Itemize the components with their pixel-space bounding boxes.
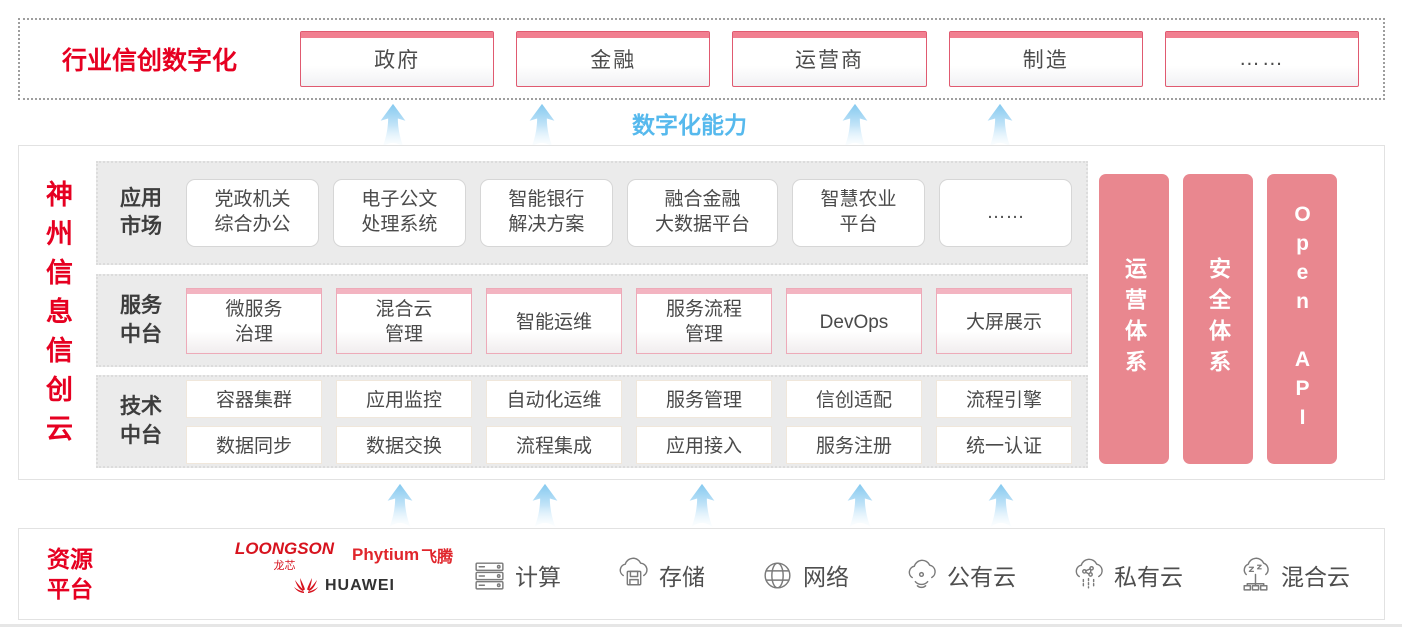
resource-item-storage: 存储: [615, 557, 705, 594]
up-arrow-icon: [842, 103, 868, 148]
box-top-accent: [187, 288, 321, 294]
service-platform-row: 服务 中台 微服务 治理 混合云 管理 智能运维 服务流程 管理 DevOps …: [96, 274, 1088, 367]
industry-box-manufacturing: 制造: [948, 31, 1143, 87]
up-arrow-icon: [532, 483, 558, 528]
private-cloud-icon: [1075, 558, 1103, 589]
huawei-logo: HUAWEI: [293, 577, 395, 595]
app-market-label: 应用 市场: [120, 186, 162, 238]
tech-box-app-access: 应用接入: [636, 425, 772, 464]
service-platform-items: 微服务 治理 混合云 管理 智能运维 服务流程 管理 DevOps 大屏展示: [186, 287, 1072, 354]
box-top-accent: [337, 288, 471, 294]
industry-box-government: 政府: [300, 31, 495, 87]
box-top-accent: [949, 32, 1142, 38]
industry-band-title: 行业信创数字化: [62, 47, 238, 75]
resource-platform-label: 资源 平台: [47, 546, 93, 602]
cloud-platform-panel: 神州信息信创云 应用 市场 党政机关 综合办公 电子公文 处理系统 智能银行 解…: [18, 145, 1385, 480]
public-cloud-icon: [908, 559, 936, 588]
pillar-open-api: Open API: [1267, 174, 1337, 464]
app-box-smart-agriculture: 智慧农业 平台: [792, 179, 926, 247]
svc-box-intelligent-ops: 智能运维: [486, 287, 622, 354]
up-arrow-icon: [988, 483, 1014, 528]
box-top-accent: [937, 288, 1071, 294]
pillar-security-system: 安全体系: [1183, 174, 1253, 464]
app-market-row: 应用 市场 党政机关 综合办公 电子公文 处理系统 智能银行 解决方案 融合金融…: [96, 161, 1088, 265]
tech-box-process-integration: 流程集成: [486, 425, 622, 464]
network-icon: [764, 561, 791, 589]
resource-item-compute: 计算: [471, 557, 561, 594]
box-top-accent: [733, 32, 926, 38]
box-top-accent: [487, 288, 621, 294]
svc-box-hybrid-cloud-mgmt: 混合云 管理: [336, 287, 472, 354]
resource-platform-panel: 资源 平台 LOONGSON 龙芯 Phytium 飞腾: [18, 528, 1385, 620]
tech-box-service-mgmt: 服务管理: [636, 379, 772, 418]
box-top-accent: [301, 32, 494, 38]
loongson-logo: LOONGSON 龙芯: [234, 539, 335, 572]
tech-box-xinchuang-adaptation: 信创适配: [786, 379, 922, 418]
tech-platform-label: 技术 中台: [120, 395, 162, 447]
platform-title: 神州信息信创云: [42, 179, 72, 453]
resource-item-private-cloud: 私有云: [1070, 557, 1183, 594]
resource-item-hybrid-cloud: 混合云: [1237, 557, 1350, 594]
app-box-edoc-system: 电子公文 处理系统: [332, 179, 466, 247]
industry-list: 政府 金融 运营商 制造 ……: [300, 31, 1360, 87]
app-box-finance-bigdata: 融合金融 大数据平台: [626, 179, 779, 247]
svc-box-service-process-mgmt: 服务流程 管理: [636, 287, 772, 354]
resource-item-network: 网络: [759, 557, 849, 594]
tech-row-1: 容器集群 应用监控 自动化运维 服务管理 信创适配 流程引擎: [186, 379, 1072, 418]
tech-box-process-engine: 流程引擎: [936, 379, 1072, 418]
tech-box-app-monitoring: 应用监控: [336, 379, 472, 418]
box-top-accent: [517, 32, 710, 38]
industry-band: 行业信创数字化 政府 金融 运营商 制造 ……: [18, 18, 1385, 100]
industry-box-finance: 金融: [516, 31, 711, 87]
phytium-logo: Phytium 飞腾: [352, 545, 454, 566]
box-top-accent: [637, 288, 771, 294]
tech-box-service-registry: 服务注册: [786, 425, 922, 464]
tech-box-data-exchange: 数据交换: [336, 425, 472, 464]
tech-box-data-sync: 数据同步: [186, 425, 322, 464]
up-arrow-icon: [847, 483, 873, 528]
resource-items: 计算 存储 网络: [471, 529, 1350, 621]
box-top-accent: [1165, 32, 1359, 38]
tech-box-automated-ops: 自动化运维: [486, 379, 622, 418]
tech-box-unified-auth: 统一认证: [936, 425, 1072, 464]
app-box-more: ……: [939, 179, 1072, 247]
storage-icon: [619, 557, 648, 585]
hybrid-cloud-icon: [1243, 557, 1269, 591]
up-arrow-icon: [529, 103, 555, 148]
up-arrow-icon: [380, 103, 406, 148]
industry-box-operator: 运营商: [732, 31, 927, 87]
resource-item-public-cloud: 公有云: [903, 557, 1016, 594]
svc-box-devops: DevOps: [786, 287, 922, 354]
capability-label: 数字化能力: [632, 112, 747, 138]
tech-platform-items: 容器集群 应用监控 自动化运维 服务管理 信创适配 流程引擎 数据同步 数据交换…: [186, 379, 1072, 464]
tech-row-2: 数据同步 数据交换 流程集成 应用接入 服务注册 统一认证: [186, 425, 1072, 464]
app-box-smart-banking: 智能银行 解决方案: [479, 179, 613, 247]
svc-box-microservice-governance: 微服务 治理: [186, 287, 322, 354]
service-platform-label: 服务 中台: [120, 294, 162, 346]
box-top-accent: [787, 288, 921, 294]
vendor-logos: LOONGSON 龙芯 Phytium 飞腾: [209, 539, 479, 595]
industry-box-more: ……: [1164, 31, 1360, 87]
tech-box-container-cluster: 容器集群: [186, 379, 322, 418]
vendor-row: LOONGSON 龙芯 Phytium 飞腾: [235, 539, 453, 573]
huawei-flower-icon: [294, 578, 318, 593]
compute-icon: [475, 561, 504, 590]
svc-box-big-screen-display: 大屏展示: [936, 287, 1072, 354]
app-box-party-gov-office: 党政机关 综合办公: [186, 179, 319, 247]
tech-platform-row: 技术 中台 容器集群 应用监控 自动化运维 服务管理 信创适配 流程引擎 数据同…: [96, 375, 1088, 468]
up-arrow-icon: [987, 103, 1013, 148]
up-arrow-icon: [689, 483, 715, 528]
app-market-items: 党政机关 综合办公 电子公文 处理系统 智能银行 解决方案 融合金融 大数据平台…: [186, 179, 1072, 247]
bottom-divider: [0, 624, 1402, 627]
pillar-operations-system: 运营体系: [1099, 174, 1169, 464]
up-arrow-icon: [387, 483, 413, 528]
